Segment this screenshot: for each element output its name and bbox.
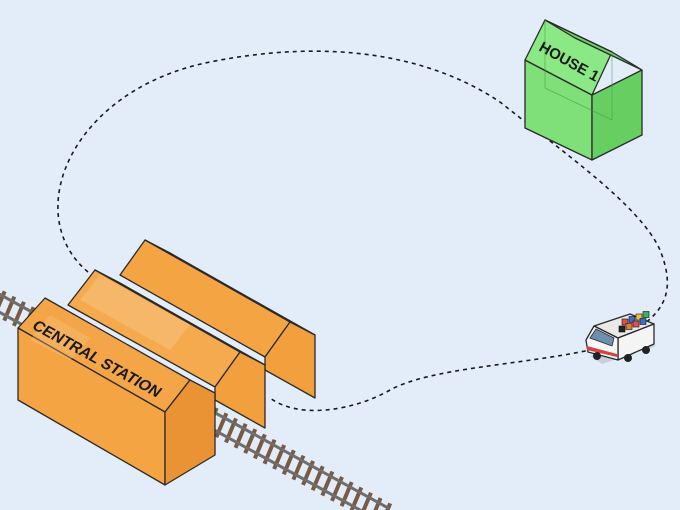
roof-front-highlight — [30, 315, 90, 360]
roof-middle-glass — [80, 275, 190, 350]
van-cargo-rack — [618, 311, 650, 333]
cargo-box — [639, 318, 647, 325]
cargo-box — [628, 316, 636, 323]
central-station[interactable]: CENTRAL STATION — [17, 239, 316, 486]
delivery-van-icon[interactable] — [585, 311, 656, 365]
cargo-box — [618, 325, 626, 333]
cargo-box — [635, 313, 643, 321]
van-wheel-front — [593, 352, 601, 360]
house-right-wall — [591, 69, 643, 161]
house-1[interactable]: HOUSE 1 — [524, 19, 643, 161]
station-roof-front — [17, 297, 216, 486]
roof-front-end — [164, 379, 216, 486]
van-windshield — [589, 328, 615, 347]
van-stripe — [587, 346, 617, 357]
cargo-box — [632, 320, 640, 328]
cargo-box — [625, 323, 633, 330]
house-edge-inner-2 — [544, 87, 613, 121]
cargo-box — [642, 311, 650, 318]
house-roof-back — [544, 19, 643, 71]
station-roof-middle — [67, 269, 266, 429]
van-wheel-rear-2 — [642, 346, 650, 354]
station-roof-back — [119, 239, 316, 399]
cargo-box — [621, 318, 629, 326]
van-wheel-rear-1 — [624, 354, 632, 362]
delivery-route-path — [57, 50, 669, 412]
